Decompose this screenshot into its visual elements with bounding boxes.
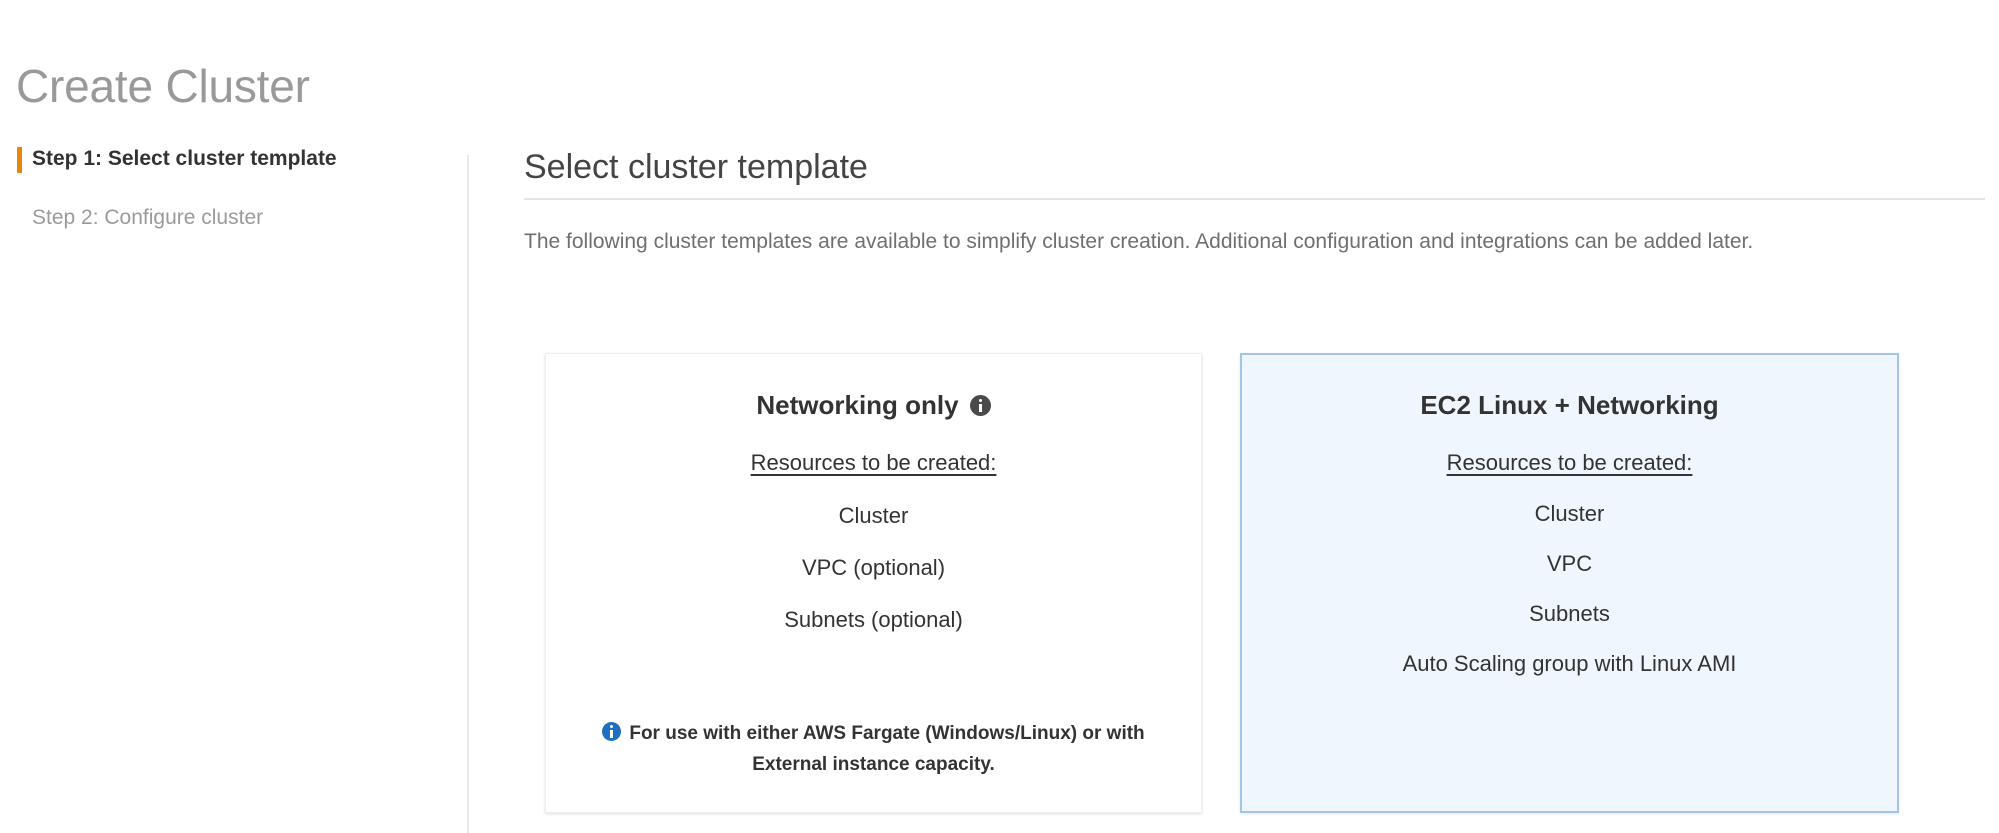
resource-item: Auto Scaling group with Linux AMI (1402, 651, 1737, 676)
card-title-ec2-linux-networking: EC2 Linux + Networking (1420, 390, 1719, 420)
card-footnote-text: For use with either AWS Fargate (Windows… (629, 723, 1145, 775)
card-title-networking-only: Networking only (568, 384, 1179, 427)
resource-item: Cluster (1534, 501, 1605, 526)
sidebar-item-step-2[interactable]: Step 2: Configure cluster (0, 204, 467, 232)
resources-heading: Resources to be created: (1446, 450, 1693, 475)
resources-heading: Resources to be created: (750, 450, 997, 475)
wizard-steps-sidebar: Step 1: Select cluster template Step 2: … (0, 145, 467, 833)
resource-item: VPC (1546, 551, 1593, 576)
section-title: Select cluster template (524, 148, 868, 186)
template-card-networking-only[interactable]: Networking only Resources to be created:… (545, 353, 1202, 813)
section-rule (524, 198, 1985, 200)
resource-item: Subnets (1529, 601, 1610, 626)
template-card-ec2-linux-networking[interactable]: EC2 Linux + Networking Resources to be c… (1240, 353, 1899, 813)
card-title-text: Networking only (756, 390, 959, 420)
cluster-template-cards: Networking only Resources to be created:… (545, 353, 1899, 813)
sidebar-divider (467, 155, 469, 833)
page-title: Create Cluster (16, 59, 310, 112)
resource-item: Subnets (optional) (784, 607, 963, 632)
info-circle-icon[interactable] (969, 395, 991, 416)
section-description: The following cluster templates are avai… (524, 230, 1754, 253)
resource-item: Cluster (838, 503, 909, 528)
step-2-label: Step 2: Configure cluster (32, 206, 264, 229)
active-step-accent-bar (17, 147, 22, 173)
resource-item: VPC (optional) (801, 555, 946, 580)
sidebar-item-step-1[interactable]: Step 1: Select cluster template (0, 145, 467, 173)
card-footnote: For use with either AWS Fargate (Windows… (584, 718, 1163, 780)
main-content: Select cluster template The following cl… (524, 145, 1985, 282)
info-circle-blue-icon (602, 722, 622, 741)
step-1-label: Step 1: Select cluster template (32, 147, 337, 170)
